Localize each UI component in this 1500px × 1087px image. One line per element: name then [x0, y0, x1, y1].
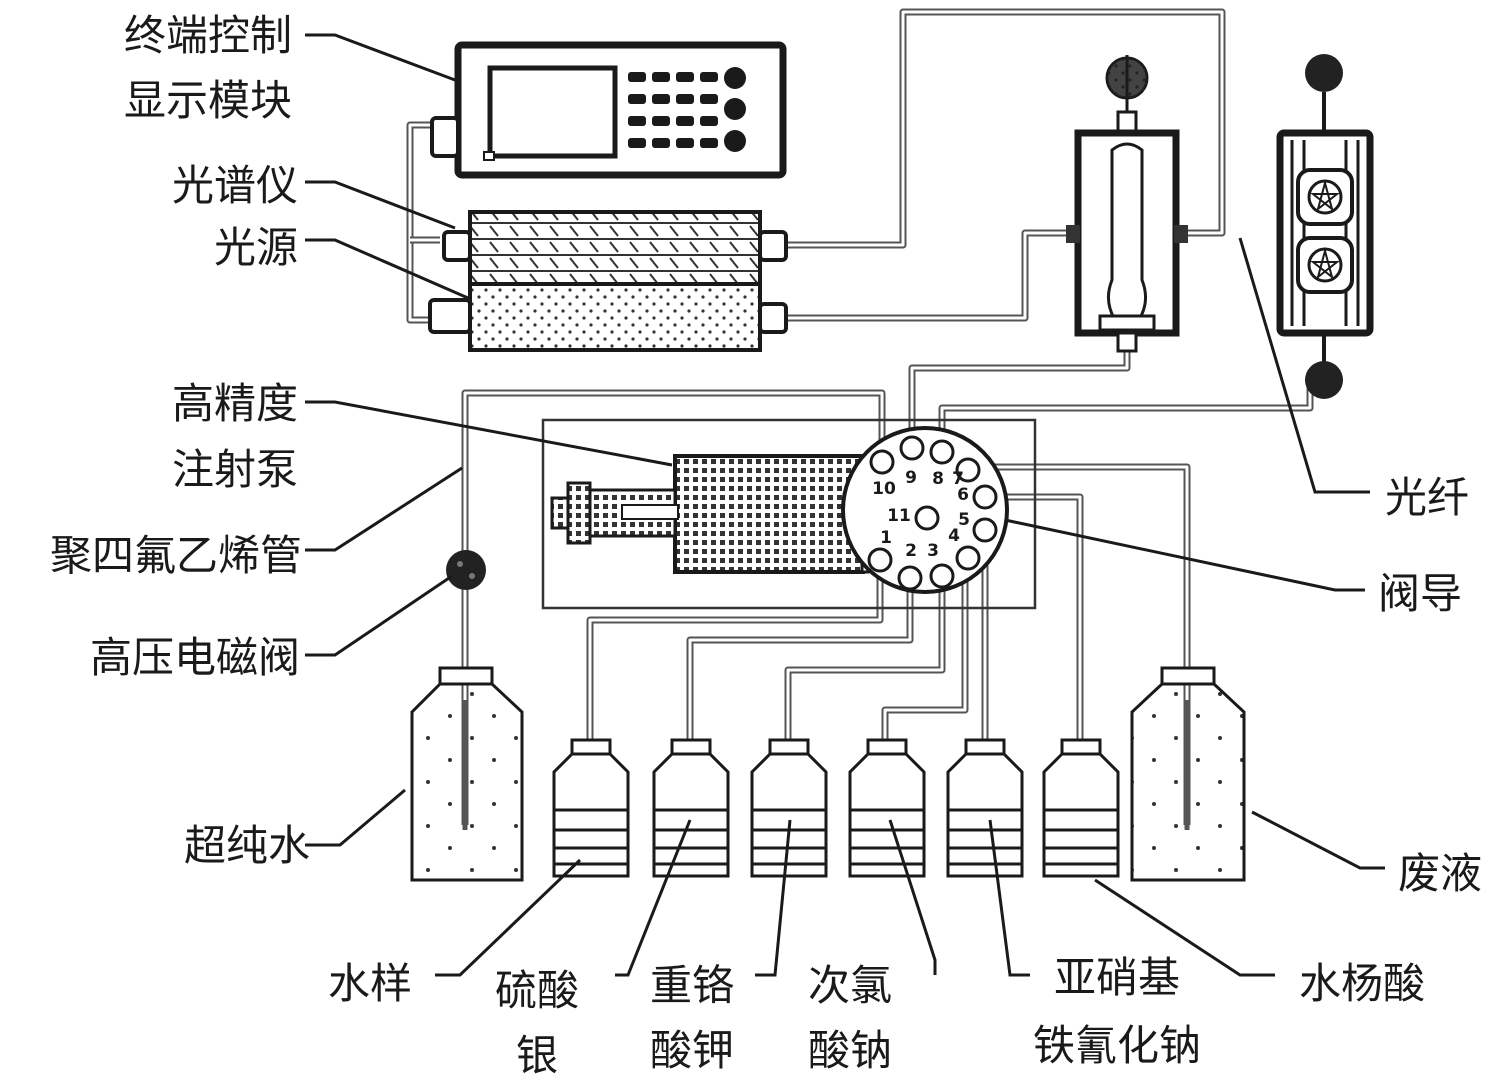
label-pump-line2: 注射泵	[172, 445, 298, 494]
label-nitroprusside-line1: 亚硝基	[1054, 953, 1180, 1002]
label-solenoid-valve: 高压电磁阀	[90, 633, 300, 682]
label-water-sample: 水样	[328, 959, 412, 1008]
water-sample-bottle	[552, 738, 630, 878]
valve-port-11	[914, 505, 940, 531]
rotary-valve-guide: 1 2 3 4 5 6 7 8 9 10 11	[841, 426, 1009, 594]
tube-ends	[462, 700, 1190, 830]
port-number: 2	[905, 541, 917, 561]
valve-port-6	[972, 484, 998, 510]
port-number: 7	[952, 469, 964, 489]
salicylic-acid-bottle	[1042, 738, 1120, 878]
port-number: 4	[948, 526, 960, 546]
label-sodium-hypochlorite-line2: 酸钠	[808, 1026, 892, 1075]
high-pressure-solenoid-valve	[446, 550, 486, 590]
silver-sulfate-bottle	[652, 738, 730, 878]
port-number: 6	[957, 485, 969, 505]
port-number: 1	[880, 528, 892, 548]
label-silver-sulfate-line2: 银	[516, 1031, 558, 1080]
potassium-dichromate-bottle	[750, 738, 828, 878]
port-number: 5	[958, 510, 970, 530]
valve-port-3	[929, 563, 955, 589]
sodium-hypochlorite-bottle	[848, 738, 926, 878]
port-number: 9	[905, 468, 917, 488]
label-terminal-line2: 显示模块	[124, 76, 292, 125]
label-silver-sulfate-line1: 硫酸	[495, 966, 579, 1015]
label-salicylic-acid: 水杨酸	[1299, 959, 1425, 1008]
sodium-nitroprusside-bottle	[946, 738, 1024, 878]
label-nitroprusside-line2: 铁氰化钠	[1033, 1021, 1201, 1070]
label-pump-line1: 高精度	[172, 379, 298, 428]
label-ptfe-tube: 聚四氟乙烯管	[50, 531, 302, 580]
valve-port-10	[869, 449, 895, 475]
port-number: 10	[872, 479, 896, 499]
valve-port-7	[955, 457, 981, 483]
valve-port-8	[929, 439, 955, 465]
valve-port-5	[972, 517, 998, 543]
label-ultrapure-water: 超纯水	[184, 821, 310, 870]
terminal-control-display-module	[430, 41, 787, 179]
port-number: 11	[887, 506, 911, 526]
label-sodium-hypochlorite-line1: 次氯	[808, 961, 892, 1010]
label-optical-fiber: 光纤	[1385, 473, 1469, 522]
label-light-source: 光源	[214, 223, 298, 272]
label-spectrometer: 光谱仪	[172, 161, 298, 210]
labels: 终端控制 显示模块 光谱仪 光源 高精度 注射泵 聚四氟乙烯管 高压电磁阀 超纯…	[50, 11, 1482, 1080]
label-terminal-line1: 终端控制	[124, 11, 292, 60]
valve-port-9	[899, 435, 925, 461]
label-potassium-dichromate-line1: 重铬	[650, 961, 734, 1010]
light-source	[428, 282, 788, 352]
port-number: 3	[927, 541, 939, 561]
keypad	[628, 72, 718, 148]
valve-port-1	[867, 547, 893, 573]
port-number: 8	[932, 469, 944, 489]
flow-cell	[1066, 55, 1188, 353]
label-potassium-dichromate-line2: 酸钾	[650, 1026, 734, 1075]
valve-port-2	[897, 565, 923, 591]
label-waste: 废液	[1398, 849, 1482, 898]
valve-port-4	[955, 545, 981, 571]
spectrometer	[442, 210, 788, 286]
leader-lines	[305, 33, 1385, 977]
label-valve-guide: 阀导	[1378, 569, 1462, 618]
syringe-pump-enclosure	[541, 418, 1037, 610]
valve-assembly-right	[1276, 54, 1374, 399]
